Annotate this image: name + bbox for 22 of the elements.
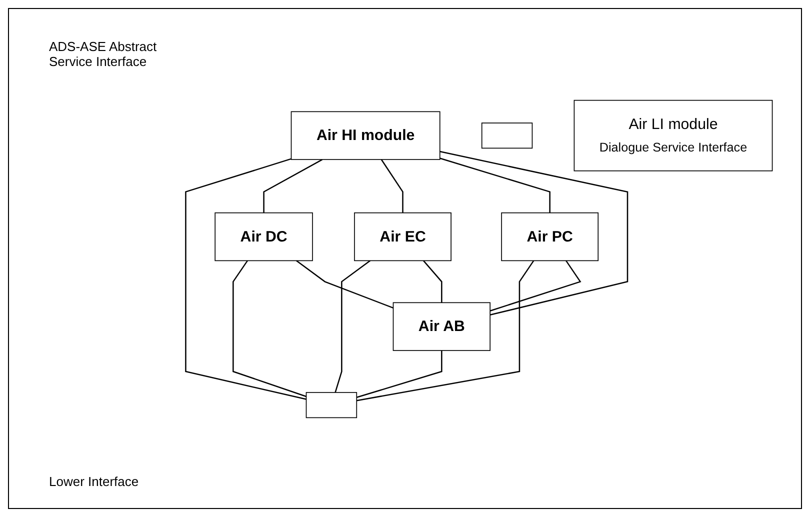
connector <box>296 260 394 309</box>
node-box <box>481 122 533 149</box>
connector <box>185 158 306 400</box>
connector <box>440 150 628 316</box>
connector <box>380 159 404 213</box>
node-box: Air LI module Dialogue Service Interface <box>574 100 773 172</box>
node-box: Air HI module <box>290 111 440 160</box>
node-box: Air AB <box>392 302 490 351</box>
node-box: Air EC <box>354 212 452 262</box>
connector <box>423 260 442 303</box>
connector <box>334 260 371 393</box>
node-box <box>306 392 358 418</box>
interface-label: ADS-ASE Abstract Service Interface <box>49 39 158 69</box>
connector <box>232 260 306 398</box>
connector <box>263 158 323 213</box>
connector <box>490 260 582 312</box>
connector <box>356 260 534 402</box>
interface-label: Lower Interface <box>49 474 139 489</box>
connector <box>440 158 550 213</box>
connector <box>356 350 442 398</box>
node-box: Air PC <box>501 212 599 262</box>
node-box: Air DC <box>214 212 313 262</box>
